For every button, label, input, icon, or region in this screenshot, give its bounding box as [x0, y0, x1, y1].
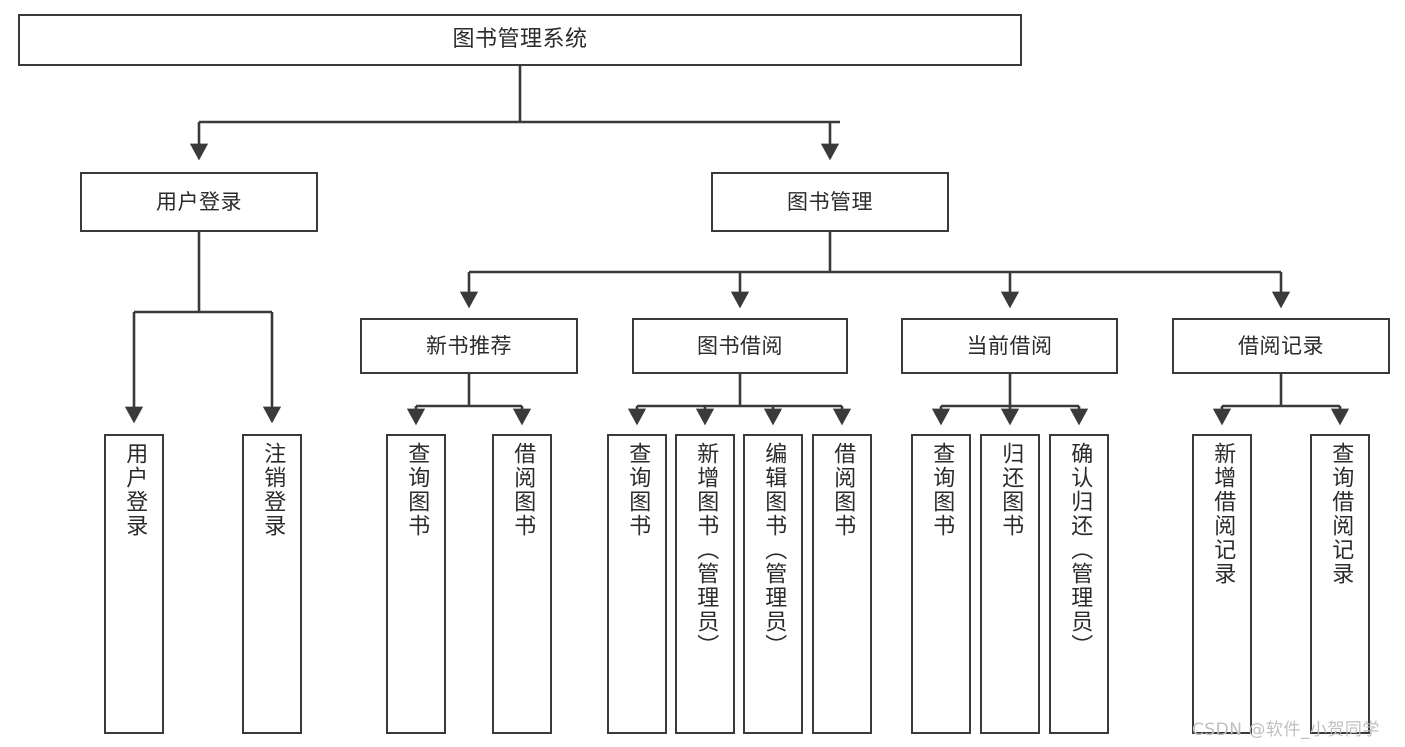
node-label: 查询图书: [929, 442, 955, 538]
node-label: 编辑图书（管理员）: [761, 442, 787, 658]
leaf-borrow-book-1[interactable]: 借阅图书: [492, 434, 552, 734]
node-label: 查询图书: [625, 442, 651, 538]
node-label: 确认归还（管理员）: [1067, 442, 1093, 658]
node-new-book-recommend[interactable]: 新书推荐: [360, 318, 578, 374]
node-book-borrow[interactable]: 图书借阅: [632, 318, 848, 374]
node-label: 图书管理: [787, 189, 873, 214]
node-label: 用户登录: [156, 189, 242, 214]
node-label: 当前借阅: [966, 333, 1053, 358]
leaf-return-book[interactable]: 归还图书: [980, 434, 1040, 734]
node-label: 借阅图书: [510, 442, 536, 538]
leaf-borrow-book-2[interactable]: 借阅图书: [812, 434, 872, 734]
node-label: 用户登录: [122, 442, 148, 538]
node-label: 借阅记录: [1238, 333, 1324, 358]
node-label: 借阅图书: [830, 442, 856, 538]
node-label: 注销登录: [260, 442, 286, 538]
watermark-csdn: CSDN @软件_小贺同学: [1192, 720, 1380, 740]
node-label: 查询借阅记录: [1328, 442, 1354, 586]
node-label: 图书管理系统: [452, 27, 588, 53]
leaf-add-borrow-record[interactable]: 新增借阅记录: [1192, 434, 1252, 734]
node-label: 新增图书（管理员）: [693, 442, 719, 658]
node-book-manage[interactable]: 图书管理: [711, 172, 949, 232]
node-label: 新书推荐: [426, 333, 512, 358]
node-borrow-record[interactable]: 借阅记录: [1172, 318, 1390, 374]
node-current-borrow[interactable]: 当前借阅: [901, 318, 1118, 374]
leaf-user-login[interactable]: 用户登录: [104, 434, 164, 734]
leaf-edit-book-admin[interactable]: 编辑图书（管理员）: [743, 434, 803, 734]
node-label: 查询图书: [404, 442, 430, 538]
node-label: 图书借阅: [697, 333, 783, 358]
leaf-query-book-1[interactable]: 查询图书: [386, 434, 446, 734]
leaf-query-borrow-record[interactable]: 查询借阅记录: [1310, 434, 1370, 734]
leaf-query-book-3[interactable]: 查询图书: [911, 434, 971, 734]
leaf-add-book-admin[interactable]: 新增图书（管理员）: [675, 434, 735, 734]
node-user-login[interactable]: 用户登录: [80, 172, 318, 232]
leaf-logout-login[interactable]: 注销登录: [242, 434, 302, 734]
node-root-book-management-system[interactable]: 图书管理系统: [18, 14, 1022, 66]
node-label: 归还图书: [998, 442, 1024, 538]
leaf-query-book-2[interactable]: 查询图书: [607, 434, 667, 734]
leaf-confirm-return-admin[interactable]: 确认归还（管理员）: [1049, 434, 1109, 734]
node-label: 新增借阅记录: [1210, 442, 1236, 586]
